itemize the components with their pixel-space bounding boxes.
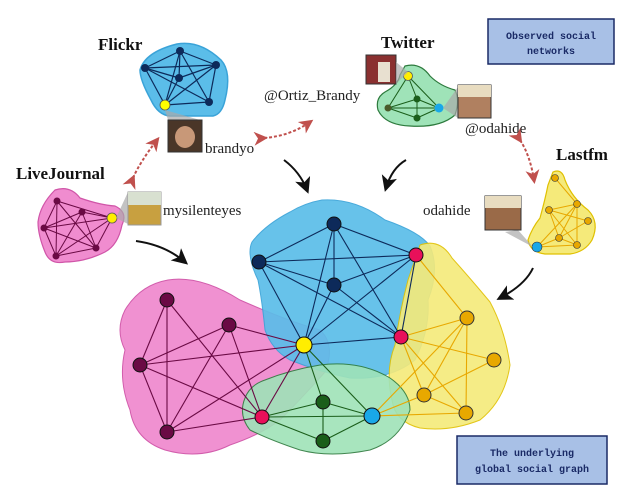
node: [573, 200, 581, 208]
callout-shadow: [505, 230, 533, 247]
node: [52, 252, 60, 260]
node: [326, 277, 342, 293]
node: [141, 64, 149, 72]
node: [326, 216, 342, 232]
node: [78, 208, 86, 216]
box-line-2: global social graph: [475, 464, 589, 476]
global-graph: [119, 199, 511, 455]
node: [573, 241, 581, 249]
node: [551, 174, 559, 182]
node: [555, 234, 563, 242]
node: [384, 104, 392, 112]
node: [159, 292, 175, 308]
flickr-nodes: [141, 47, 220, 111]
callout-shadow: [116, 192, 128, 224]
user-label-ortiz-brandy: @Ortiz_Brandy: [264, 88, 361, 104]
global-edges-pink: [139, 299, 305, 433]
node: [413, 95, 421, 103]
avatar-detail: [458, 85, 491, 97]
arrow-twitter-to-global: [381, 159, 407, 192]
node-magenta: [393, 329, 409, 345]
box-background: [487, 18, 615, 65]
node: [459, 310, 475, 326]
livejournal-title: LiveJournal: [16, 164, 105, 183]
underlying-graph-box: The underlying global social graph: [456, 435, 608, 485]
arrow-flickr-to-global: [283, 159, 311, 194]
box-line-1: Observed social: [506, 31, 596, 43]
callout-shadow: [165, 110, 200, 120]
node: [175, 74, 183, 82]
global-edges-blue: [258, 223, 417, 346]
dashed-arrow-twitter-lastfm: [508, 127, 540, 184]
user-label-odahide-twitter: @odahide: [465, 121, 527, 137]
avatar-detail: [128, 192, 161, 205]
livejournal-edges: [43, 200, 113, 257]
node-magenta: [254, 409, 270, 425]
user-label-mysilenteyes: mysilenteyes: [163, 203, 241, 219]
global-edges-yellow: [371, 254, 495, 417]
user-label-brandyo: brandyo: [205, 141, 254, 157]
box-line-2: networks: [527, 46, 575, 58]
arrow-lastfm-to-global: [496, 267, 534, 300]
node: [159, 424, 175, 440]
node: [40, 224, 48, 232]
node: [212, 61, 220, 69]
node: [176, 47, 184, 55]
node: [584, 217, 592, 225]
node: [315, 394, 331, 410]
node-yellow: [295, 336, 313, 354]
avatar-face: [175, 126, 195, 148]
flickr-hull: [139, 42, 229, 117]
arrow-livejournal-to-global: [135, 240, 189, 265]
dashed-arrow-flickr-livejournal: [122, 136, 160, 190]
livejournal-network: LiveJournal mysilenteyes: [16, 164, 241, 264]
arrows: [122, 119, 540, 300]
avatar-detail: [485, 196, 521, 208]
lastfm-hull: [527, 170, 596, 255]
node-highlight: [531, 241, 543, 253]
node: [221, 317, 237, 333]
node: [458, 405, 474, 421]
node: [205, 98, 213, 106]
node: [92, 244, 100, 252]
node: [413, 114, 421, 122]
lastfm-network: Lastfm odahide: [423, 145, 608, 255]
flickr-network: Flickr brandyo: [98, 35, 254, 157]
node: [416, 387, 432, 403]
user-label-odahide-lastfm: odahide: [423, 203, 471, 219]
node: [132, 357, 148, 373]
observed-networks-box: Observed social networks: [487, 18, 615, 65]
livejournal-hull: [37, 188, 125, 264]
flickr-title: Flickr: [98, 35, 143, 54]
callout-shadow: [443, 87, 458, 118]
callout-shadow: [396, 62, 408, 84]
lastfm-edges: [536, 177, 589, 248]
box-line-1: The underlying: [490, 448, 574, 460]
node: [486, 352, 502, 368]
node-highlight: [434, 103, 444, 113]
twitter-title: Twitter: [381, 33, 435, 52]
node-highlight: [106, 212, 118, 224]
node: [251, 254, 267, 270]
lastfm-title: Lastfm: [556, 145, 608, 164]
global-nodes: [132, 216, 502, 449]
twitter-network: Twitter @Ortiz_Brandy @odahide: [264, 33, 527, 137]
node: [545, 206, 553, 214]
node: [53, 197, 61, 205]
avatar-detail: [378, 62, 390, 82]
dashed-arrow-flickr-twitter: [253, 119, 314, 146]
node: [315, 433, 331, 449]
node-magenta: [408, 247, 424, 263]
box-background: [456, 435, 608, 485]
node-highlight: [159, 99, 171, 111]
node-blue: [363, 407, 381, 425]
